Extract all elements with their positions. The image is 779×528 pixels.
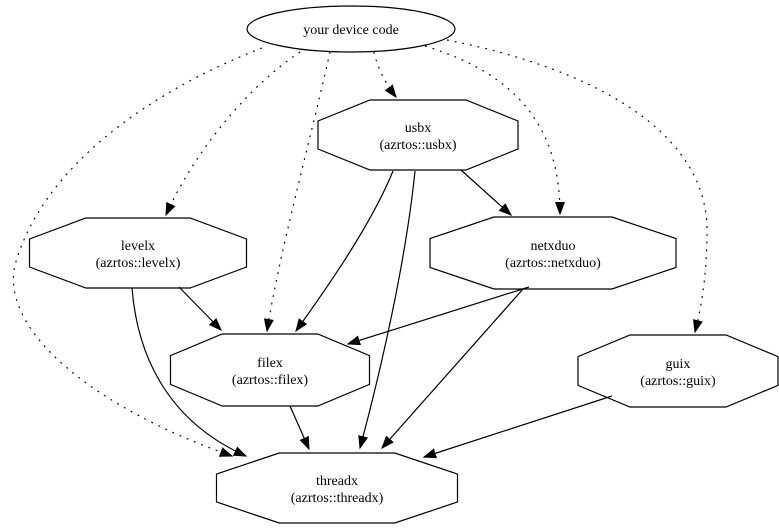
node-sublabel: (azrtos::filex): [232, 373, 309, 388]
node-sublabel: (azrtos::threadx): [291, 491, 384, 506]
edge-netxduo-threadx: [382, 288, 524, 448]
node-threadx: threadx(azrtos::threadx): [215, 452, 459, 524]
node-sublabel: (azrtos::guix): [640, 374, 716, 389]
node-label: levelx: [121, 239, 155, 254]
edge-guix-threadx: [424, 395, 613, 457]
edge-netxduo-filex: [348, 286, 530, 344]
edge-device-filex: [267, 51, 331, 331]
edge-filex-threadx: [289, 405, 309, 449]
octagon-shape: [169, 333, 371, 407]
node-netxduo: netxduo(azrtos::netxduo): [429, 216, 677, 290]
edge-usbx-threadx: [360, 170, 416, 448]
ellipse-shape: [246, 5, 456, 53]
octagon-shape: [317, 99, 519, 171]
node-sublabel: (azrtos::usbx): [380, 138, 457, 153]
nodes-layer: your device codeusbx(azrtos::usbx)levelx…: [28, 5, 779, 524]
node-levelx: levelx(azrtos::levelx): [28, 217, 248, 289]
edge-usbx-netxduo: [460, 169, 511, 215]
node-label: usbx: [405, 121, 431, 136]
node-label: filex: [257, 356, 283, 371]
edge-levelx-filex: [178, 286, 221, 330]
node-label: netxduo: [530, 239, 575, 254]
edge-device-levelx: [166, 51, 301, 215]
node-label: guix: [666, 357, 691, 372]
node-device: your device code: [246, 5, 456, 53]
node-filex: filex(azrtos::filex): [169, 333, 371, 407]
node-label: your device code: [303, 23, 399, 38]
edge-device-netxduo: [424, 45, 560, 214]
edge-device-usbx: [373, 51, 396, 97]
node-guix: guix(azrtos::guix): [577, 334, 779, 408]
node-label: threadx: [316, 474, 358, 489]
node-usbx: usbx(azrtos::usbx): [317, 99, 519, 171]
octagon-shape: [215, 452, 459, 524]
edges-layer: [12, 39, 708, 457]
octagon-shape: [577, 334, 779, 408]
octagon-shape: [429, 216, 677, 290]
edge-usbx-filex: [296, 170, 394, 331]
edge-levelx-threadx: [131, 287, 246, 456]
octagon-shape: [28, 217, 248, 289]
node-sublabel: (azrtos::netxduo): [505, 256, 601, 271]
node-sublabel: (azrtos::levelx): [96, 256, 181, 271]
